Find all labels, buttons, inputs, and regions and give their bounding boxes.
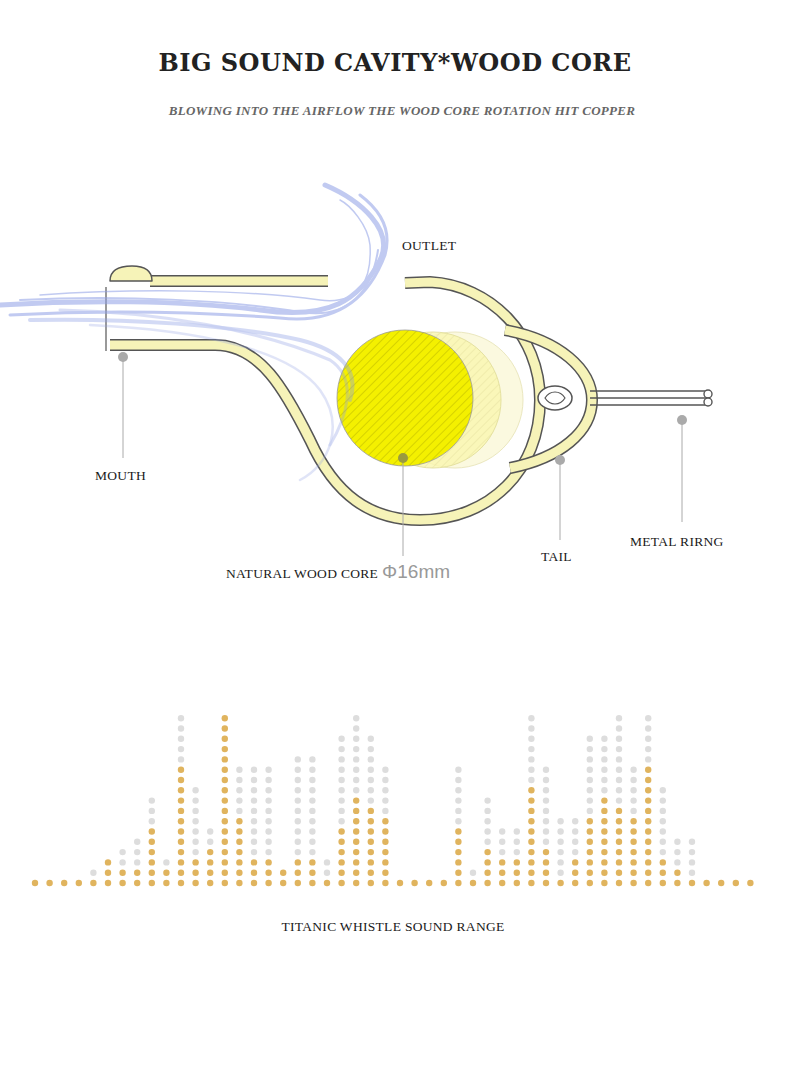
- part-label: METAL RIRNG: [630, 534, 724, 550]
- part-label: NATURAL WOOD CORE: [226, 566, 378, 582]
- part-label: OUTLET: [402, 238, 456, 254]
- airflow: [0, 185, 387, 480]
- leader-lines: [123, 357, 682, 556]
- chart-caption: TITANIC WHISTLE SOUND RANGE: [281, 919, 504, 935]
- subtitle: BLOWING INTO THE AIRFLOW THE WOOD CORE R…: [169, 103, 636, 119]
- dimension: Φ16mm: [382, 561, 450, 583]
- part-label: MOUTH: [95, 468, 146, 484]
- title: BIG SOUND CAVITY*WOOD CORE: [158, 48, 631, 77]
- leader-dots: [118, 352, 687, 465]
- metal-ring: [590, 390, 712, 406]
- part-label: TAIL: [541, 549, 572, 565]
- wood-core: [337, 330, 473, 466]
- tail-ring: [538, 386, 572, 410]
- sound-range-dots: [32, 715, 754, 886]
